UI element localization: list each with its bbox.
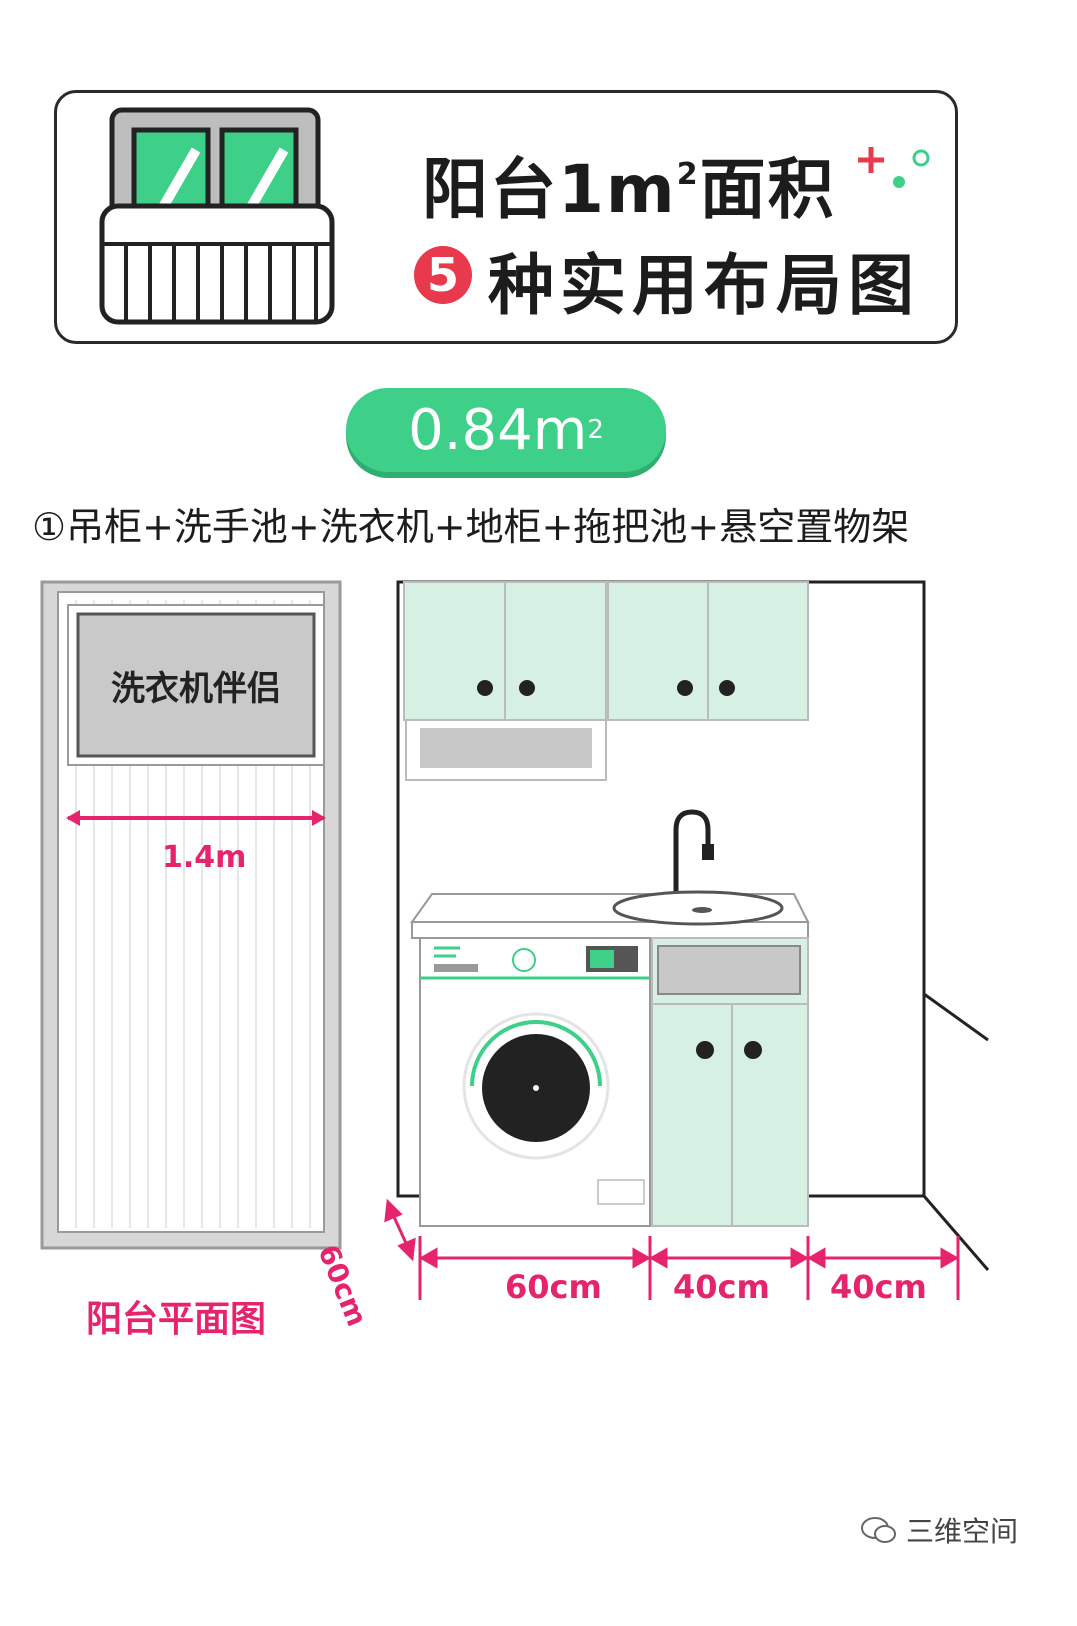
washer-companion-label: 洗衣机伴侣 [111, 668, 281, 709]
elevation-view [384, 580, 990, 1300]
plan-caption: 阳台平面图 [86, 1299, 267, 1340]
watermark-text: 三维空间 [906, 1515, 1019, 1548]
wechat-icon [861, 1517, 896, 1543]
dim-washer-width: 60cm [505, 1268, 602, 1306]
plan-width-label: 1.4m [162, 840, 247, 875]
title-line-1: 阳台1m2面积 [422, 151, 836, 228]
layout-subtitle: ①吊柜+洗手池+洗衣机+地柜+拖把池+悬空置物架 [32, 505, 910, 549]
watermark: 三维空间 [860, 1510, 1018, 1550]
title-line-2: 种实用布局图 [488, 247, 920, 324]
sparkle-decoration [858, 147, 930, 188]
balcony-window-icon [99, 107, 335, 325]
dim-cabinet-width: 40cm [673, 1268, 770, 1306]
number-badge: 5 [414, 246, 472, 304]
dim-side-width: 40cm [830, 1268, 927, 1306]
floor-plan [40, 580, 342, 1250]
